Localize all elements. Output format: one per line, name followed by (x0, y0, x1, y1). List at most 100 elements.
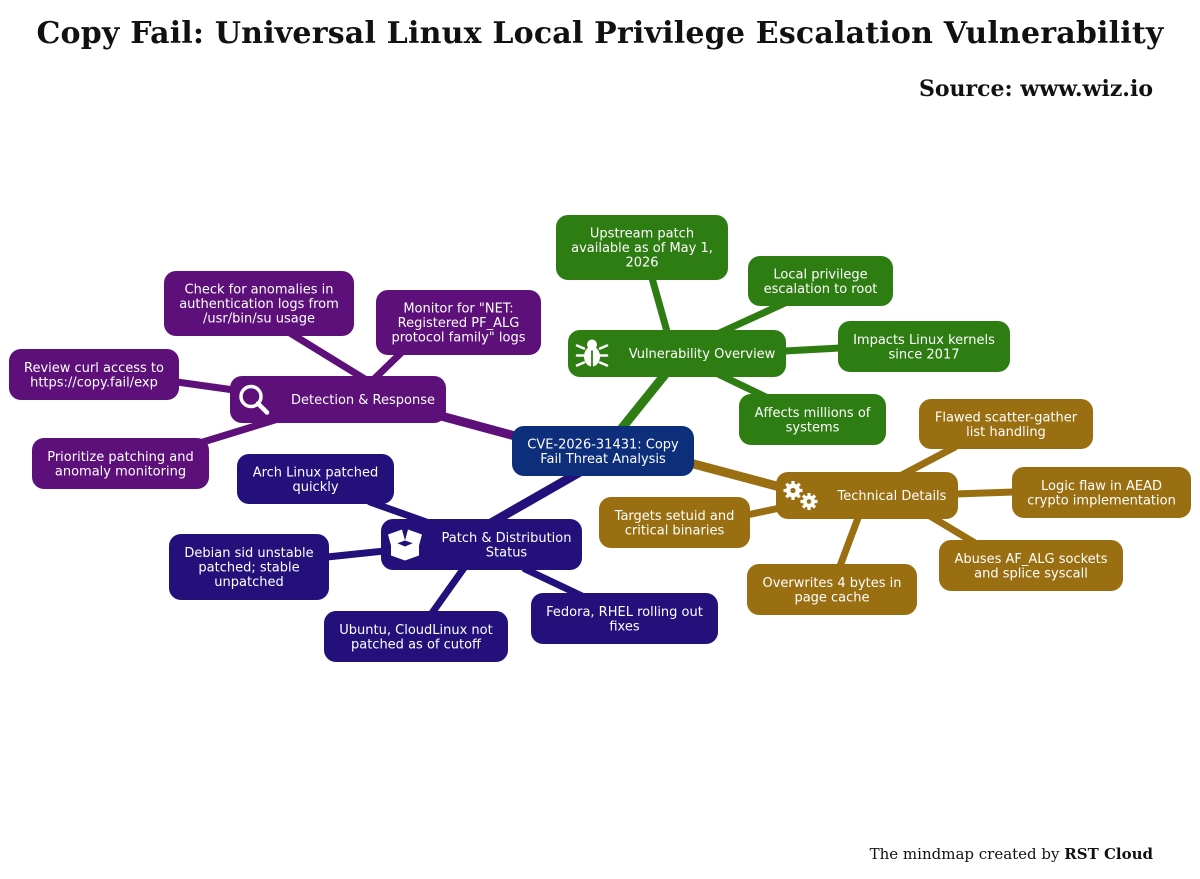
node-label: fixes (609, 619, 639, 634)
edge-d1 (286, 329, 372, 385)
node-technical: Technical Details (776, 472, 958, 519)
node-label: Upstream patch (590, 227, 694, 242)
node-box (747, 564, 917, 615)
node-box (9, 349, 179, 400)
node-label: unpatched (214, 575, 283, 590)
node-box (776, 472, 958, 519)
node-label: quickly (292, 480, 338, 495)
node-box (748, 256, 893, 306)
node-label: Flawed scatter-gather (935, 410, 1078, 425)
node-label: Patch & Distribution (442, 531, 572, 546)
gears-icon (783, 481, 818, 510)
node-label: 2026 (625, 256, 658, 271)
credit-brand: RST Cloud (1064, 845, 1153, 863)
node-box (381, 519, 582, 570)
node-label: Registered PF_ALG (398, 316, 520, 331)
node-label: protocol family" logs (392, 331, 526, 346)
node-box (169, 534, 329, 600)
node-label: anomaly monitoring (55, 464, 186, 479)
node-label: /usr/bin/su usage (203, 312, 315, 327)
node-label: Technical Details (837, 489, 947, 504)
node-label: page cache (794, 590, 869, 605)
node-label: Local privilege (773, 267, 867, 282)
node-label: Fail Threat Analysis (540, 452, 666, 467)
node-box (838, 321, 1010, 372)
node-box (237, 454, 394, 504)
edge-t3 (926, 512, 979, 547)
node-box (32, 438, 209, 489)
node-box (230, 376, 446, 423)
edge-t4 (836, 514, 862, 570)
node-label: critical binaries (625, 523, 725, 538)
node-label: Overwrites 4 bytes in (762, 576, 901, 591)
edge-v3 (781, 344, 844, 355)
edge-t1 (896, 443, 959, 480)
edge-vulnerability (617, 367, 672, 433)
edge-v2 (711, 299, 789, 339)
node-label: Logic flaw in AEAD (1041, 479, 1162, 494)
node-box (599, 497, 750, 548)
edge-t5 (743, 504, 784, 519)
node-label: Status (486, 545, 528, 560)
node-box (164, 271, 354, 336)
edge-p4 (521, 565, 586, 600)
node-label: Ubuntu, CloudLinux not (339, 623, 492, 638)
node-box (739, 394, 886, 445)
node-label: escalation to root (764, 282, 878, 297)
node-label: authentication logs from (179, 297, 339, 312)
edge-technical (685, 458, 785, 492)
node-label: Abuses AF_ALG sockets (954, 552, 1107, 567)
edge-p2 (323, 547, 388, 561)
edge-t2 (951, 488, 1018, 498)
node-label: crypto implementation (1027, 493, 1176, 508)
node-label: Targets setuid and (614, 509, 735, 524)
node-box (1012, 467, 1191, 518)
node-label: Arch Linux patched (253, 465, 379, 480)
node-vulnerability: Vulnerability Overview (568, 330, 786, 377)
node-label: Prioritize patching and (47, 450, 194, 465)
node-label: Debian sid unstable (184, 546, 313, 561)
node-label: and splice syscall (974, 566, 1088, 581)
credit-line: The mindmap created by RST Cloud (870, 845, 1153, 863)
node-d2: Monitor for "NET:Registered PF_ALGprotoc… (376, 290, 541, 355)
node-label: Monitor for "NET: (403, 302, 513, 317)
search-icon (239, 384, 270, 415)
node-label: patched as of cutoff (351, 637, 482, 652)
node-detection: Detection & Response (230, 376, 446, 423)
node-box (324, 611, 508, 662)
node-box (568, 330, 786, 377)
source-label: Source: www.wiz.io (918, 76, 1153, 102)
node-box (919, 399, 1093, 449)
credit-prefix: The mindmap created by (869, 845, 1060, 863)
node-label: Vulnerability Overview (629, 347, 776, 362)
node-label: Check for anomalies in (185, 283, 334, 298)
node-label: Review curl access to (24, 361, 164, 376)
node-d3: Review curl access tohttps://copy.fail/e… (9, 349, 179, 400)
edge-d3 (173, 378, 238, 394)
node-label: patched; stable (198, 561, 299, 576)
box-icon (388, 529, 422, 561)
node-label: list handling (966, 425, 1046, 440)
node-label: systems (786, 420, 840, 435)
node-label: since 2017 (889, 347, 960, 362)
node-label: Fedora, RHEL rolling out (546, 605, 703, 620)
page-title: Copy Fail: Universal Linux Local Privile… (36, 16, 1164, 51)
